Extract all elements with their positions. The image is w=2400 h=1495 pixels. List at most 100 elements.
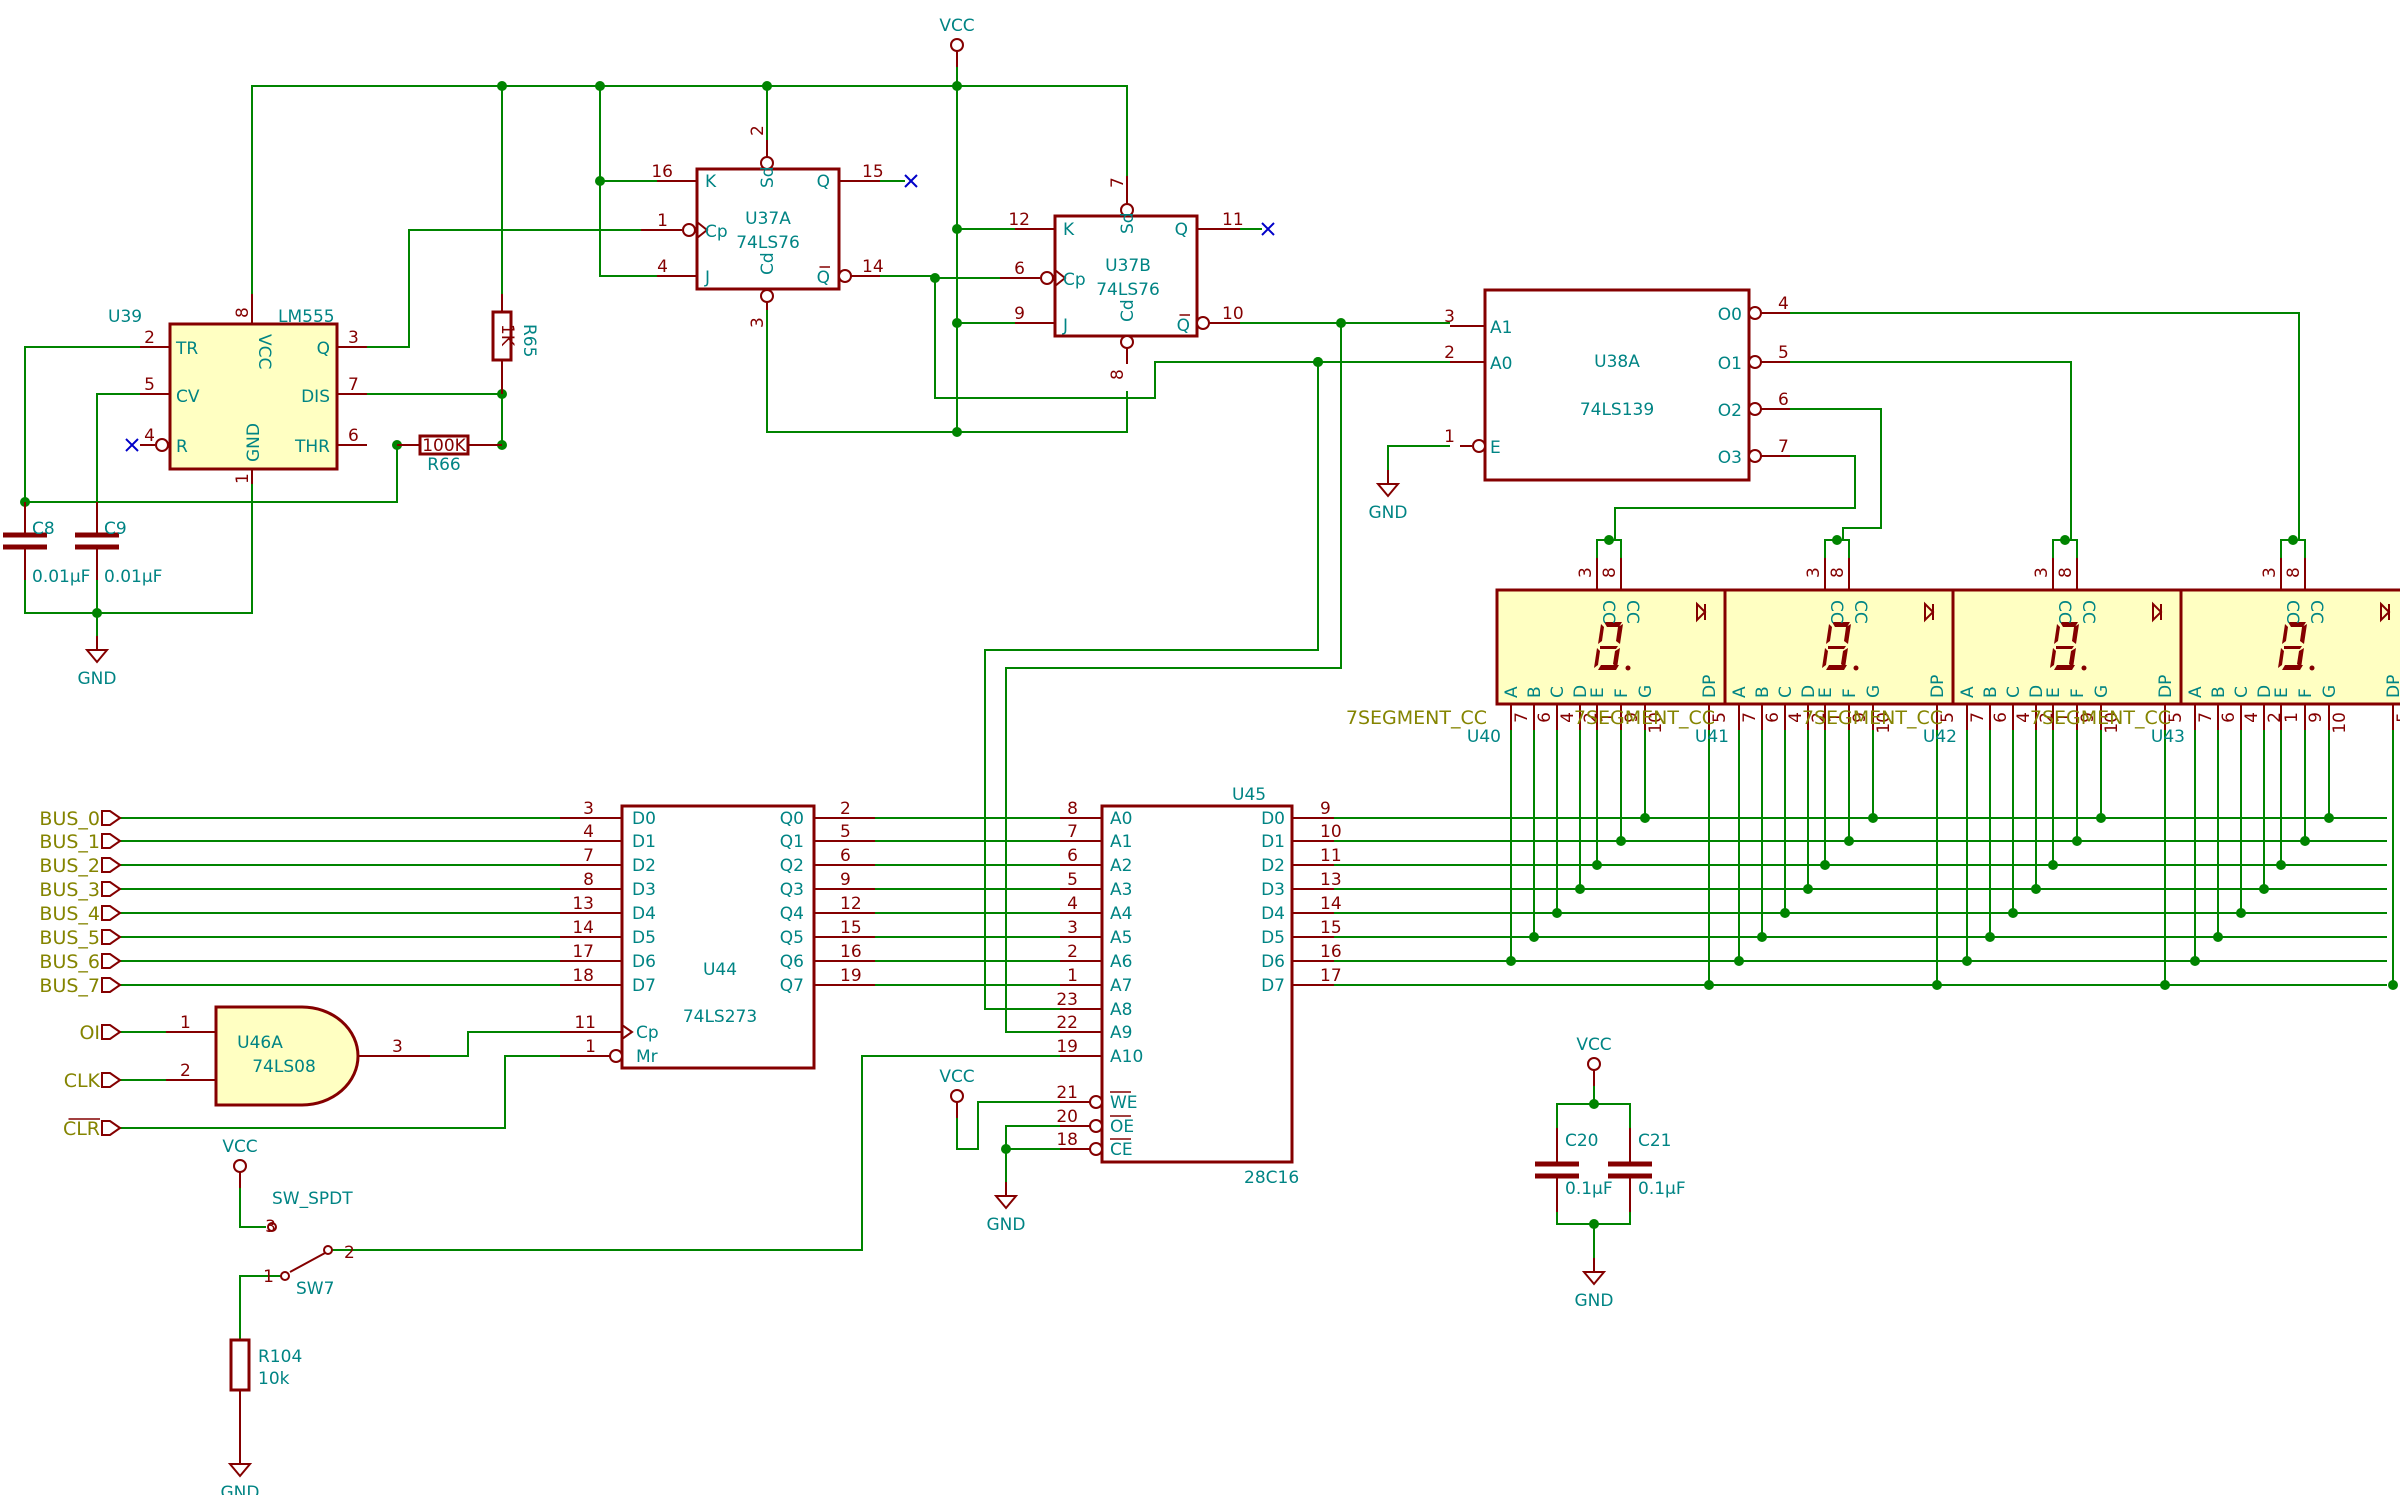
label: DP	[1928, 675, 1948, 698]
wire	[332, 1055, 1060, 1251]
label: 1	[2054, 712, 2074, 723]
label: 17	[1320, 966, 1342, 986]
label: 16	[651, 162, 673, 182]
label: 16	[840, 942, 862, 962]
u45-ref: U45	[1232, 785, 1266, 805]
label: Q7	[780, 976, 804, 996]
label: D7	[1261, 976, 1285, 996]
segment-bar	[1844, 624, 1851, 644]
label: CC	[2282, 600, 2302, 624]
segment-dp	[2081, 665, 2087, 671]
label: 11	[1222, 210, 1244, 230]
r104-body	[229, 1338, 251, 1392]
wire	[1790, 312, 2300, 540]
u39-body	[168, 322, 339, 471]
label: 20	[1056, 1107, 1078, 1127]
junction-dot	[2031, 884, 2041, 894]
pin-bubble	[1040, 271, 1054, 285]
label: 8	[1067, 799, 1078, 819]
junction-dot	[1616, 836, 1626, 846]
vcc-label: VCC	[939, 1067, 974, 1087]
switch-contact	[267, 1222, 277, 1232]
label: 18	[572, 966, 594, 986]
segment-bar	[1832, 622, 1850, 627]
label: D0	[1261, 809, 1285, 829]
ctrl-port	[101, 1072, 122, 1088]
pin-bubble	[1748, 306, 1762, 320]
label: Q	[1177, 316, 1190, 336]
label: VCC	[254, 334, 274, 369]
label: D5	[1261, 928, 1285, 948]
label: 18	[1056, 1130, 1078, 1150]
u39-ref: U39	[108, 307, 142, 327]
wire	[1005, 1125, 1060, 1182]
display-ref: U40	[1467, 727, 1501, 747]
junction-dot	[1757, 932, 1767, 942]
label: B	[2209, 686, 2229, 698]
label: 3	[348, 328, 359, 348]
bus-label: BUS_6	[39, 951, 100, 973]
label: DIS	[301, 387, 330, 407]
label: A	[1502, 686, 1522, 698]
junction-dot	[952, 427, 962, 437]
pin-bubble	[609, 1049, 623, 1063]
junction-dot	[2213, 932, 2223, 942]
wire	[430, 1031, 560, 1057]
label: 8	[233, 307, 253, 318]
display-ref: U42	[1923, 727, 1957, 747]
label: D6	[1261, 952, 1285, 972]
pin-bubble	[1748, 402, 1762, 416]
label: K	[705, 172, 717, 192]
label: 2	[840, 799, 851, 819]
junction-dot	[2288, 535, 2298, 545]
label: Q5	[780, 928, 804, 948]
wire	[880, 275, 1318, 399]
label: 0.1µF	[1565, 1179, 1613, 1199]
junction-dot	[1592, 860, 1602, 870]
label: Q6	[780, 952, 804, 972]
junction-dot	[2388, 980, 2398, 990]
junction-dot	[1506, 956, 1516, 966]
pin-bubble	[1089, 1119, 1103, 1133]
wire	[766, 310, 1128, 433]
wire	[120, 1055, 560, 1129]
bus-label: BUS_7	[39, 975, 100, 997]
label: A10	[1110, 1047, 1143, 1067]
segment-bar	[1598, 665, 1619, 670]
label: D7	[632, 976, 656, 996]
label: CC	[1850, 600, 1870, 624]
bus-port	[101, 810, 122, 826]
label: 10	[1320, 822, 1342, 842]
label: A8	[1110, 1000, 1132, 1020]
label: 6	[2219, 712, 2239, 723]
ground-symbol	[1375, 470, 1401, 498]
label: 4	[583, 822, 594, 842]
label: 1	[657, 211, 668, 231]
label: 9	[1622, 712, 1642, 723]
segment-bar	[2054, 624, 2060, 644]
label: 7	[1778, 437, 1789, 457]
junction-dot	[1640, 813, 1650, 823]
wire	[1790, 408, 1882, 540]
label: 6	[1014, 259, 1025, 279]
label: F	[2296, 688, 2316, 698]
ctrl-label: CLK	[64, 1070, 101, 1092]
u46a-body	[214, 1005, 360, 1107]
junction-dot	[1704, 980, 1714, 990]
segment-bar	[2282, 665, 2303, 670]
display-value: 7SEGMENT_CC	[2030, 707, 2171, 729]
junction-dot	[762, 81, 772, 91]
label: E	[1490, 438, 1501, 458]
led-icon	[1924, 601, 1935, 623]
label: 9	[1014, 304, 1025, 324]
label: 14	[572, 918, 594, 938]
segment-dp	[2309, 665, 2315, 671]
bus-port	[101, 953, 122, 969]
label: 3	[2032, 567, 2052, 578]
bus-port	[101, 929, 122, 945]
label: 2	[1809, 712, 1829, 723]
display-ref: U43	[2151, 727, 2185, 747]
junction-dot	[2072, 836, 2082, 846]
components	[3, 38, 2400, 1478]
sw7-value: SW_SPDT	[272, 1189, 353, 1209]
